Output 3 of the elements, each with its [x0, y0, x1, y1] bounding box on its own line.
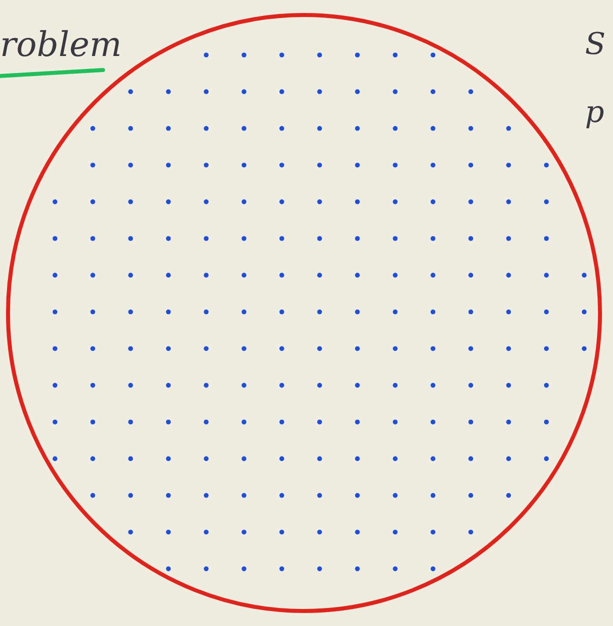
margin-letter: p: [585, 98, 604, 128]
heading-text: roblem: [0, 28, 122, 62]
margin-letter: S: [585, 30, 606, 60]
